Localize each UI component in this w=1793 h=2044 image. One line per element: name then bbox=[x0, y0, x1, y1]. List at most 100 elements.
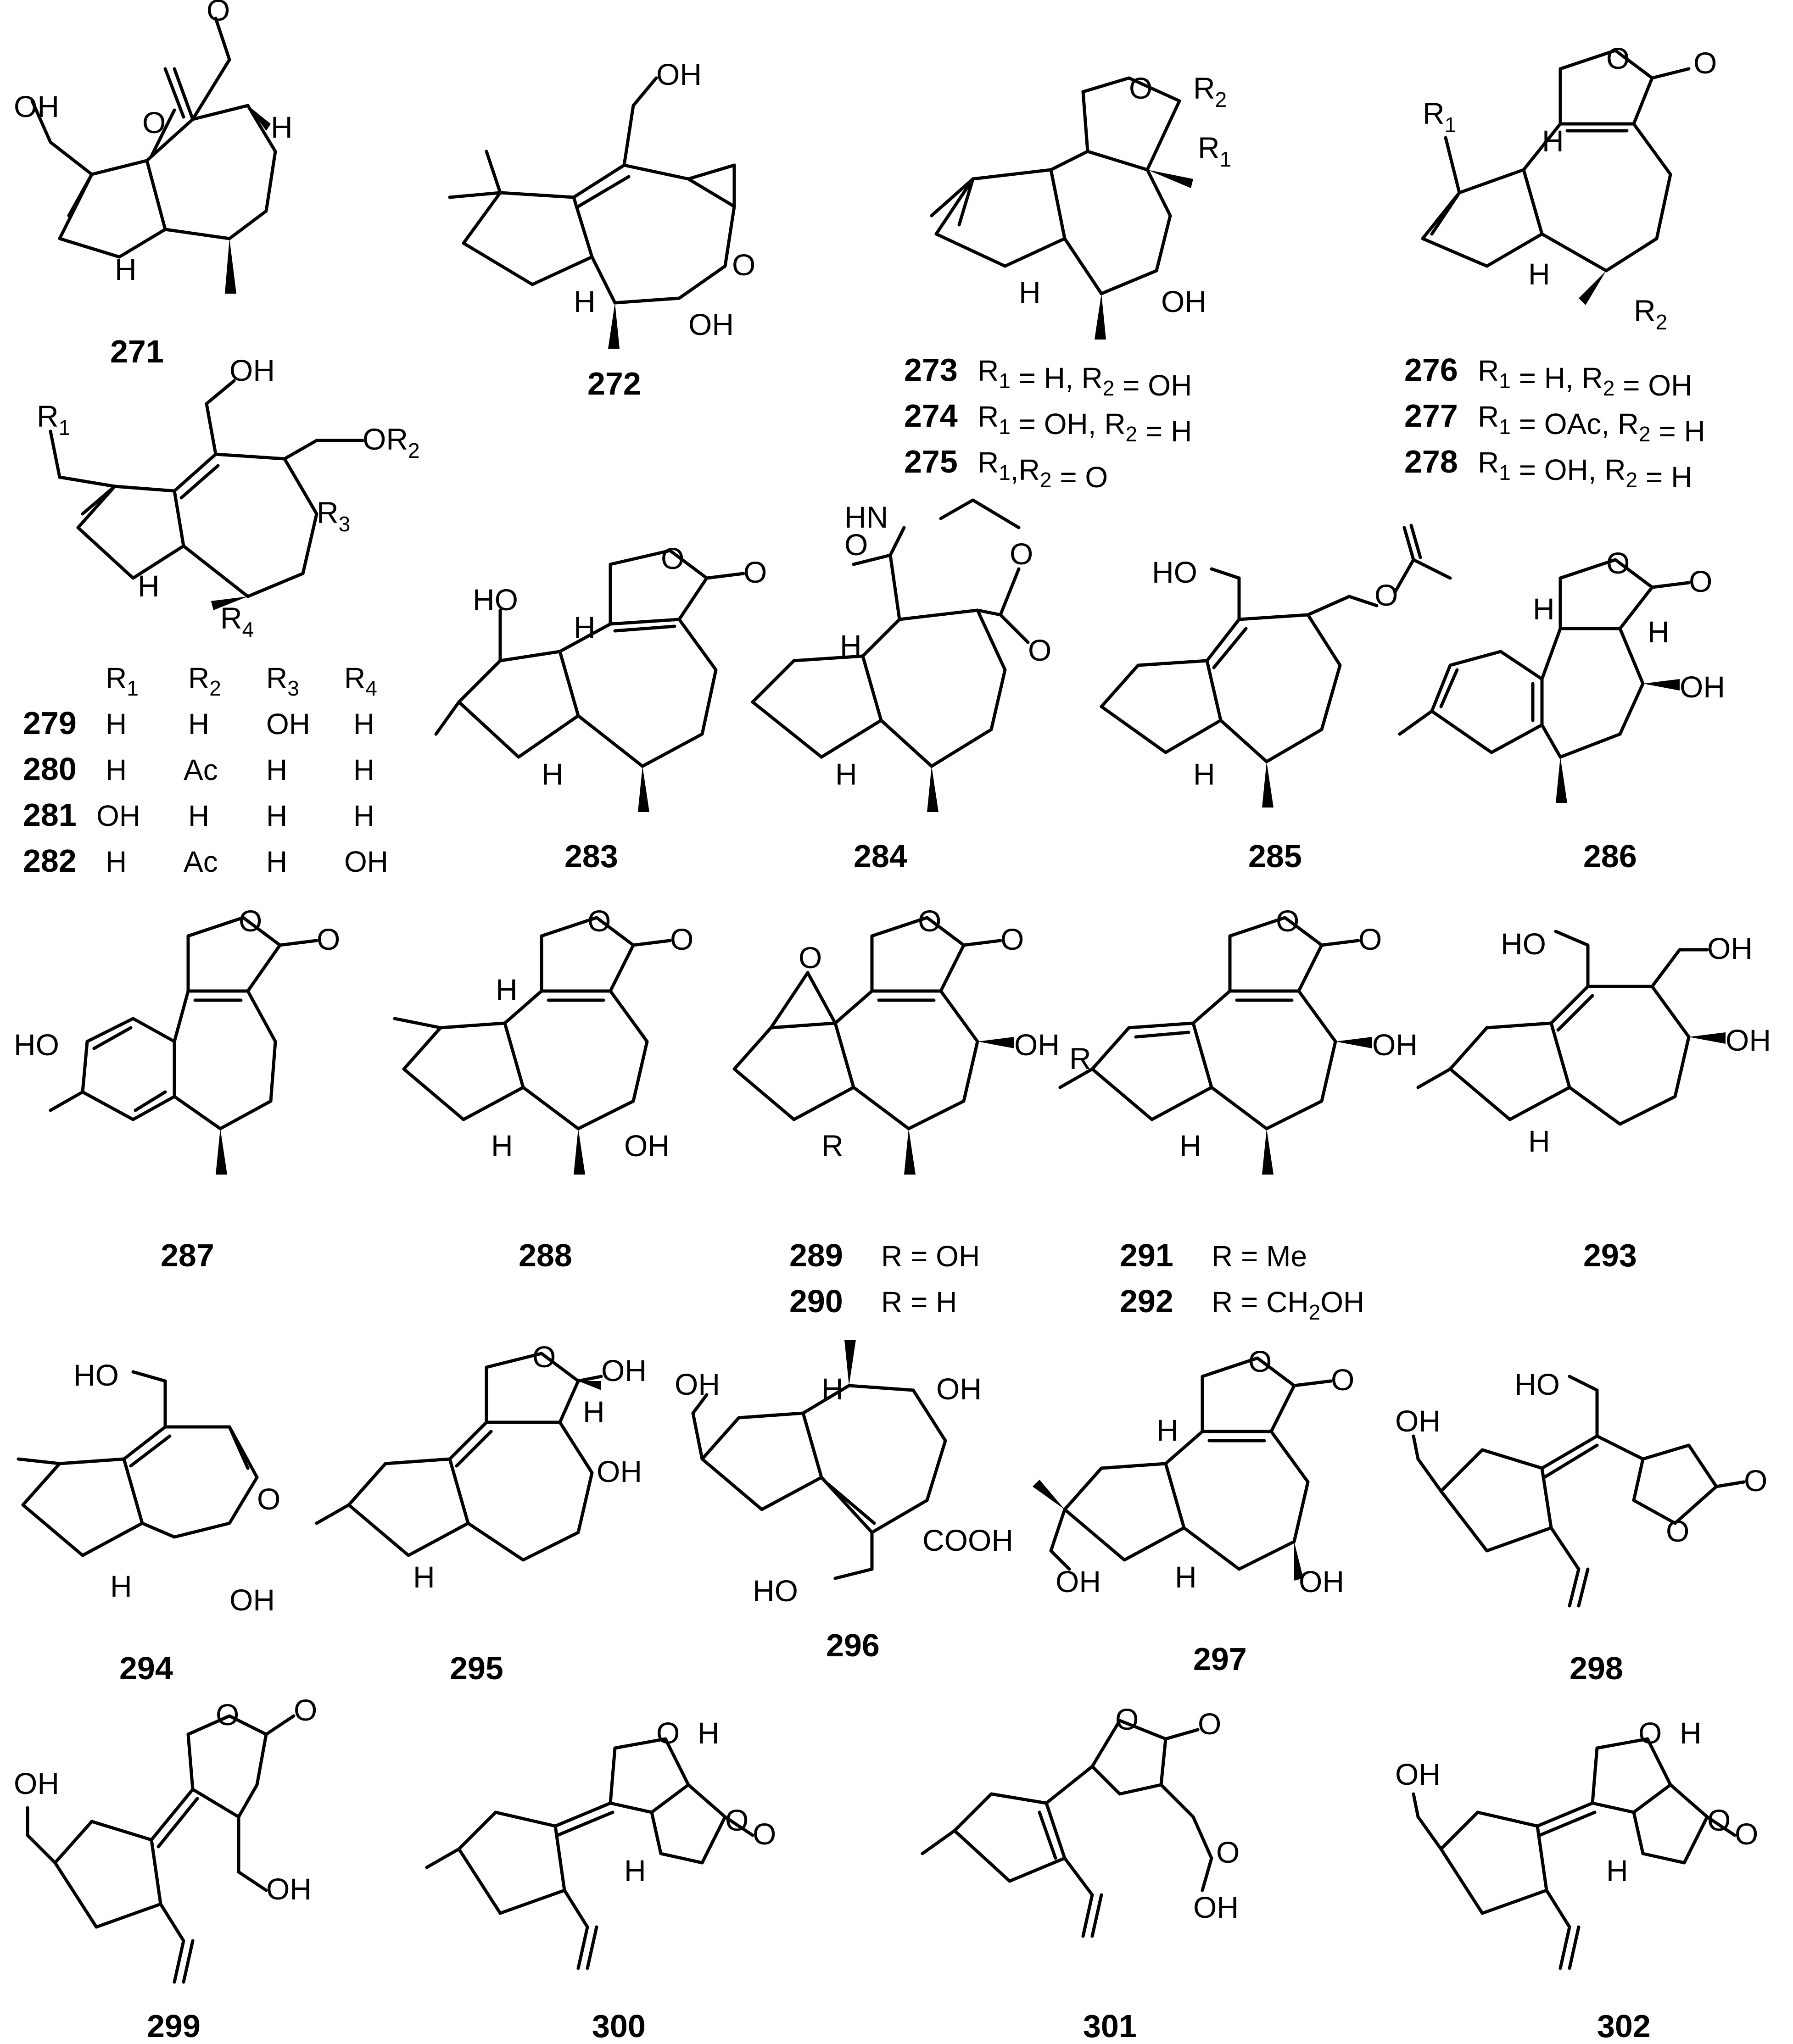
table-header-r1: R1 bbox=[106, 662, 139, 700]
table-cell: H bbox=[188, 707, 209, 741]
svg-text:O: O bbox=[1198, 1707, 1221, 1741]
label-286: 286 bbox=[1583, 838, 1637, 874]
svg-text:H: H bbox=[821, 1372, 843, 1406]
svg-text:R1: R1 bbox=[1198, 131, 1231, 171]
svg-text:O: O bbox=[844, 528, 868, 562]
structure-294: HO O OH H 294 bbox=[17, 1358, 280, 1686]
svg-text:O: O bbox=[732, 248, 755, 282]
svg-text:O: O bbox=[1606, 546, 1630, 580]
structure-301: O O O OH 301 bbox=[921, 1702, 1240, 2044]
note-289: R = OH bbox=[881, 1240, 980, 1273]
structure-286: H H OH O O 286 bbox=[1398, 546, 1725, 874]
structure-287: HO O O 287 bbox=[14, 904, 340, 1273]
svg-text:R2: R2 bbox=[1193, 71, 1227, 111]
note-273: R1 = H, R2 = OH bbox=[977, 354, 1192, 402]
table-row-id: 280 bbox=[23, 751, 77, 787]
structure-300: O H O O H 300 bbox=[425, 1716, 776, 2044]
label-301: 301 bbox=[1083, 2008, 1137, 2042]
table-cell: OH bbox=[266, 707, 310, 741]
label-295: 295 bbox=[450, 1650, 503, 1686]
svg-text:H: H bbox=[1648, 615, 1670, 649]
svg-text:OH: OH bbox=[675, 1367, 720, 1401]
svg-text:OH: OH bbox=[1372, 1028, 1418, 1062]
structure-272: OH O OH H bbox=[448, 57, 755, 349]
structure-302: OH O H O O H 302 bbox=[1395, 1716, 1758, 2044]
svg-text:OH: OH bbox=[688, 307, 734, 341]
note-274: R1 = OH, R2 = H bbox=[977, 400, 1192, 448]
table-header-r3: R3 bbox=[266, 662, 299, 700]
svg-text:H: H bbox=[542, 757, 564, 791]
label-283: 283 bbox=[564, 838, 618, 874]
svg-text:OH: OH bbox=[597, 1454, 642, 1488]
svg-text:O: O bbox=[1276, 904, 1299, 938]
svg-text:H: H bbox=[1175, 1560, 1197, 1594]
svg-text:OH: OH bbox=[1726, 1023, 1771, 1057]
svg-text:O: O bbox=[1744, 1464, 1767, 1498]
svg-text:R: R bbox=[821, 1129, 843, 1163]
svg-text:H: H bbox=[1528, 257, 1550, 291]
svg-text:H: H bbox=[1193, 757, 1215, 791]
svg-text:H: H bbox=[698, 1716, 720, 1750]
note-290: R = H bbox=[881, 1286, 957, 1319]
label-278: 278 bbox=[1404, 444, 1458, 479]
svg-text:OH: OH bbox=[1707, 931, 1753, 965]
svg-text:OH: OH bbox=[936, 1372, 982, 1406]
svg-text:OH: OH bbox=[1299, 1565, 1344, 1598]
label-271: 271 bbox=[110, 334, 164, 369]
svg-text:O: O bbox=[1216, 1835, 1240, 1869]
label-287: 287 bbox=[161, 1237, 214, 1273]
svg-text:O: O bbox=[587, 904, 611, 938]
table-cell: Ac bbox=[184, 753, 218, 786]
svg-text:H: H bbox=[574, 610, 596, 644]
svg-text:H: H bbox=[1528, 1124, 1550, 1158]
table-cell: H bbox=[353, 707, 374, 741]
label-297: 297 bbox=[1193, 1641, 1247, 1677]
note-276: R1 = H, R2 = OH bbox=[1478, 354, 1692, 402]
structure-297: H OH H OH O O 297 bbox=[1033, 1344, 1354, 1677]
label-293: 293 bbox=[1583, 1237, 1637, 1273]
svg-text:O: O bbox=[1735, 1817, 1758, 1851]
svg-text:OH: OH bbox=[266, 1872, 312, 1906]
structure-279-282: OH R1 OR2 R3 H R4 bbox=[37, 353, 420, 641]
svg-text:OH: OH bbox=[1395, 1404, 1441, 1438]
svg-text:H: H bbox=[1606, 1854, 1628, 1888]
label-289: 289 bbox=[789, 1237, 843, 1273]
table-cell: H bbox=[266, 753, 287, 786]
svg-text:R: R bbox=[1069, 1041, 1091, 1075]
label-299: 299 bbox=[147, 2008, 201, 2042]
svg-text:O: O bbox=[294, 1693, 317, 1727]
svg-text:O: O bbox=[1000, 922, 1024, 956]
label-294: 294 bbox=[119, 1650, 173, 1686]
svg-text:HN: HN bbox=[844, 500, 888, 534]
note-275: R1,R2 = O bbox=[977, 446, 1108, 494]
svg-text:H: H bbox=[574, 284, 596, 318]
svg-text:O: O bbox=[317, 922, 340, 956]
svg-text:R4: R4 bbox=[220, 601, 254, 641]
structure-271: OH O O H H bbox=[14, 0, 293, 294]
label-296: 296 bbox=[826, 1627, 880, 1663]
structure-296: OH OH H COOH HO 296 bbox=[675, 1340, 1013, 1663]
structure-283: HO H H O O 283 bbox=[434, 541, 767, 874]
svg-text:R1: R1 bbox=[37, 399, 70, 440]
structure-298: HO OH O O 298 bbox=[1395, 1367, 1767, 1686]
svg-text:HO: HO bbox=[1152, 555, 1197, 589]
table-row-id: 282 bbox=[23, 843, 77, 879]
svg-text:O: O bbox=[670, 922, 693, 956]
label-298: 298 bbox=[1570, 1650, 1623, 1686]
svg-text:R1: R1 bbox=[1423, 96, 1456, 137]
svg-text:HO: HO bbox=[14, 1028, 59, 1062]
label-291: 291 bbox=[1120, 1237, 1173, 1273]
svg-text:OH: OH bbox=[1193, 1890, 1239, 1924]
svg-text:OH: OH bbox=[14, 89, 59, 123]
table-cell: H bbox=[188, 799, 209, 832]
svg-text:OH: OH bbox=[229, 353, 275, 387]
svg-text:O: O bbox=[725, 1803, 748, 1837]
svg-text:H: H bbox=[1156, 1413, 1179, 1447]
table-cell: H bbox=[353, 753, 374, 786]
svg-text:R2: R2 bbox=[1634, 294, 1667, 334]
svg-text:OH: OH bbox=[656, 57, 702, 91]
table-header-r4: R4 bbox=[344, 662, 377, 700]
table-cell: H bbox=[106, 845, 127, 878]
svg-text:H: H bbox=[840, 629, 862, 663]
svg-text:OH: OH bbox=[1395, 1757, 1441, 1791]
